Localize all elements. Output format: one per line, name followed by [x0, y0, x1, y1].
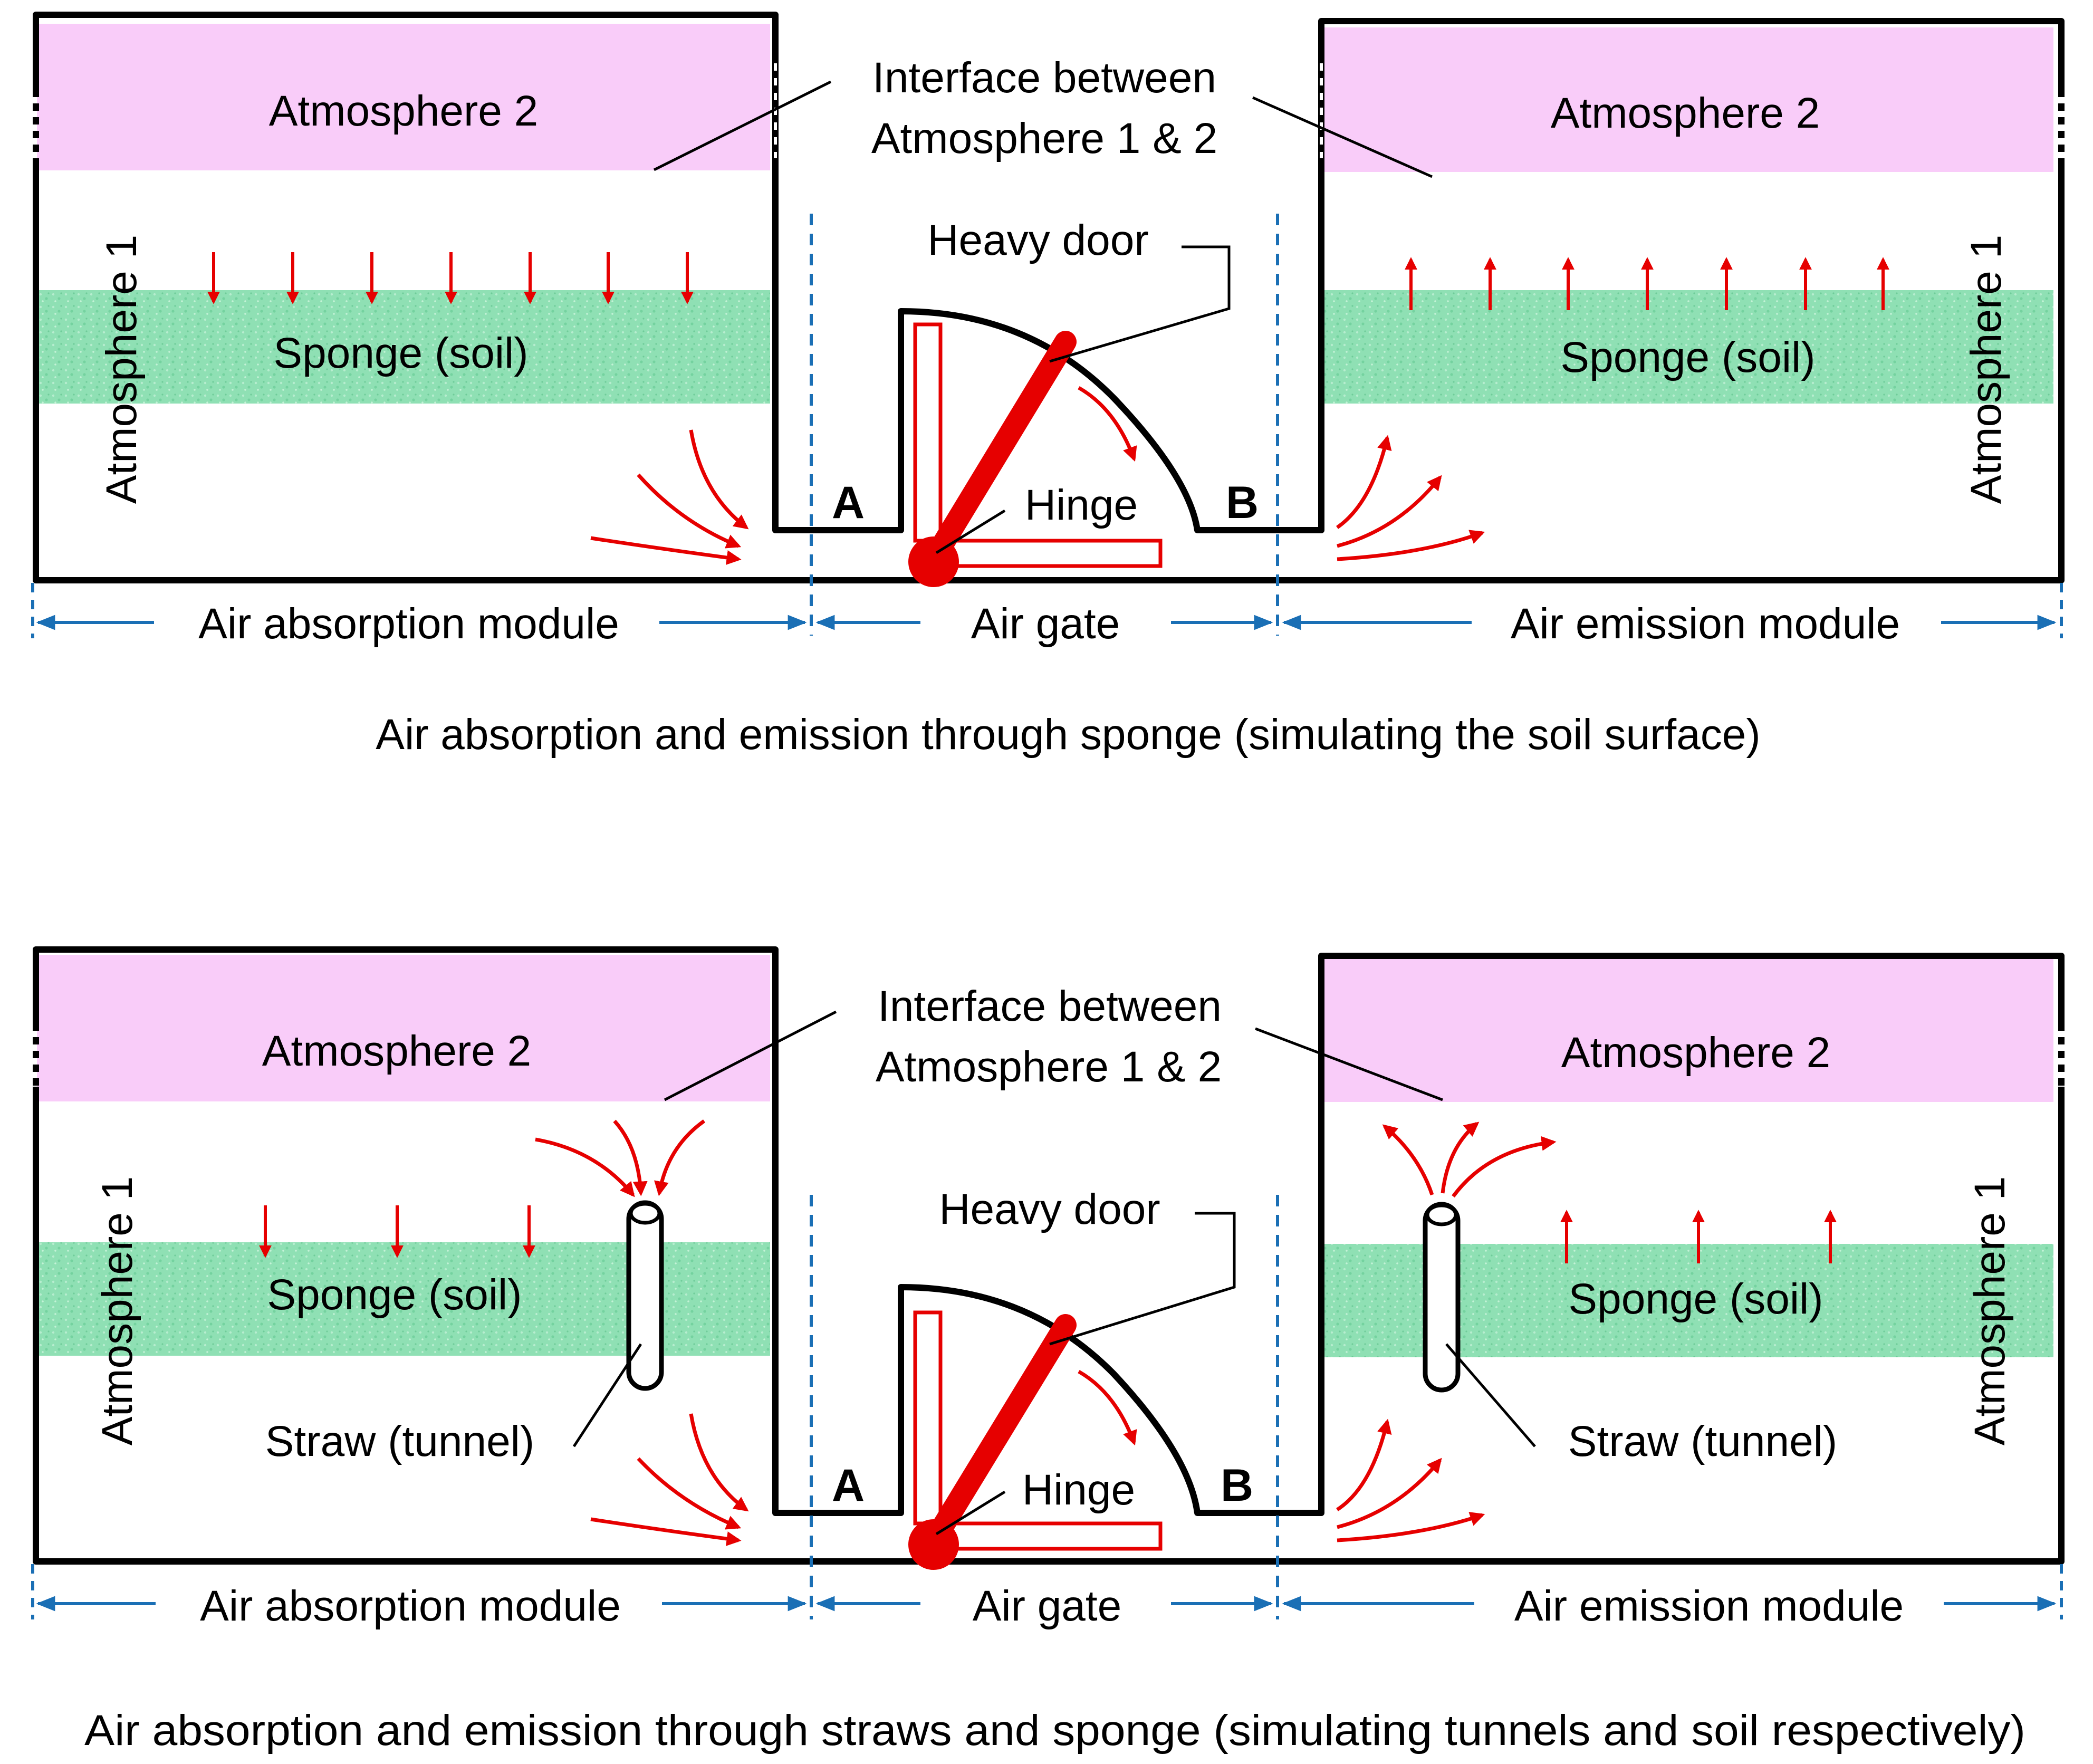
- absorption-arrows: [207, 252, 694, 304]
- interface-label-line2: Atmosphere 1 & 2: [876, 1043, 1222, 1091]
- straw-right: [1423, 1202, 1461, 1393]
- inflow-arrows: [590, 1413, 749, 1546]
- atm1-right-label: Atmosphere 1: [1962, 235, 2010, 504]
- straw-left-label: Straw (tunnel): [265, 1417, 534, 1465]
- hinge-label: Hinge: [1022, 1466, 1135, 1514]
- dim-emission-label: Air emission module: [1514, 1582, 1904, 1630]
- heavy-door: [923, 331, 1077, 570]
- point-b-label: B: [1221, 1460, 1253, 1511]
- atm2-right-label: Atmosphere 2: [1551, 89, 1820, 137]
- door-closed-position: [913, 1310, 943, 1526]
- atm1-left-label: Atmosphere 1: [93, 1176, 141, 1446]
- atm2-right-label: Atmosphere 2: [1561, 1029, 1831, 1077]
- straw-right-top: [1425, 1203, 1458, 1226]
- straw-inflow-arrows: [535, 1119, 706, 1197]
- atm2-left-label: Atmosphere 2: [262, 1027, 532, 1075]
- straw-outflow-arrows: [1382, 1121, 1557, 1198]
- heavy-door-label: Heavy door: [939, 1185, 1160, 1233]
- point-a-label: A: [832, 1460, 865, 1511]
- panel-sponge-only: Atmosphere 2 Atmosphere 2 Interface betw…: [31, 12, 2065, 759]
- interface-label-line1: Interface between: [878, 982, 1222, 1030]
- emission-arrows: [1405, 257, 1889, 310]
- heavy-door: [923, 1314, 1077, 1552]
- sponge-left-label: Sponge (soil): [267, 1271, 522, 1319]
- dim-gate-label: Air gate: [971, 600, 1120, 648]
- caption-bottom: Air absorption and emission through stra…: [84, 1707, 2025, 1755]
- interface-label-line1: Interface between: [872, 54, 1216, 102]
- dim-gate-label: Air gate: [973, 1582, 1122, 1630]
- atm1-right-label: Atmosphere 1: [1966, 1176, 2014, 1446]
- heavy-door-label: Heavy door: [927, 216, 1148, 264]
- atmosphere2-band-right: [1323, 27, 2053, 172]
- leader-lines: [653, 80, 1433, 554]
- emission-arrows: [1560, 1210, 1837, 1263]
- swing-arrow: [1078, 1369, 1137, 1446]
- hinge-label: Hinge: [1025, 481, 1138, 529]
- straw-right-label: Straw (tunnel): [1568, 1417, 1837, 1465]
- outflow-arrows: [1336, 435, 1485, 561]
- sponge-right-label: Sponge (soil): [1560, 333, 1815, 381]
- sponge-band-left: [37, 290, 770, 404]
- door-open-position: [926, 539, 1163, 568]
- hinge-point: [908, 1519, 959, 1570]
- panel-straws-and-sponge: Atmosphere 2 Atmosphere 2 Interface betw…: [31, 946, 2065, 1755]
- caption-top: Air absorption and emission through spon…: [376, 711, 1760, 759]
- point-a-label: A: [832, 477, 865, 528]
- sponge-right-label: Sponge (soil): [1568, 1275, 1823, 1323]
- atmosphere2-band-left: [37, 955, 770, 1101]
- absorption-arrows: [259, 1205, 535, 1258]
- outflow-arrows: [1336, 1418, 1485, 1542]
- inflow-arrows: [590, 429, 749, 565]
- atmosphere2-band-right: [1323, 957, 2053, 1102]
- dim-absorption-label: Air absorption module: [198, 600, 619, 648]
- dim-emission-label: Air emission module: [1511, 600, 1900, 648]
- dimension-lines: [31, 583, 2063, 638]
- dimension-lines: [31, 1564, 2063, 1619]
- atmosphere2-band-left: [37, 24, 770, 170]
- hinge-point: [908, 536, 959, 587]
- atm2-left-label: Atmosphere 2: [269, 87, 539, 135]
- dim-absorption-label: Air absorption module: [200, 1582, 621, 1630]
- door-closed-position: [913, 322, 943, 543]
- sponge-left-label: Sponge (soil): [273, 329, 528, 377]
- door-open-position: [926, 1521, 1163, 1551]
- straw-left-top: [629, 1202, 661, 1225]
- straw-left: [626, 1200, 664, 1391]
- interface-label-line2: Atmosphere 1 & 2: [871, 114, 1217, 162]
- chamber-outline: [33, 946, 2065, 1565]
- swing-arrow: [1078, 386, 1137, 462]
- atm1-left-label: Atmosphere 1: [98, 235, 146, 504]
- leader-lines: [572, 1010, 1536, 1536]
- point-b-label: B: [1226, 477, 1259, 528]
- chamber-outline: [33, 12, 2065, 583]
- sponge-band-right: [1323, 290, 2053, 404]
